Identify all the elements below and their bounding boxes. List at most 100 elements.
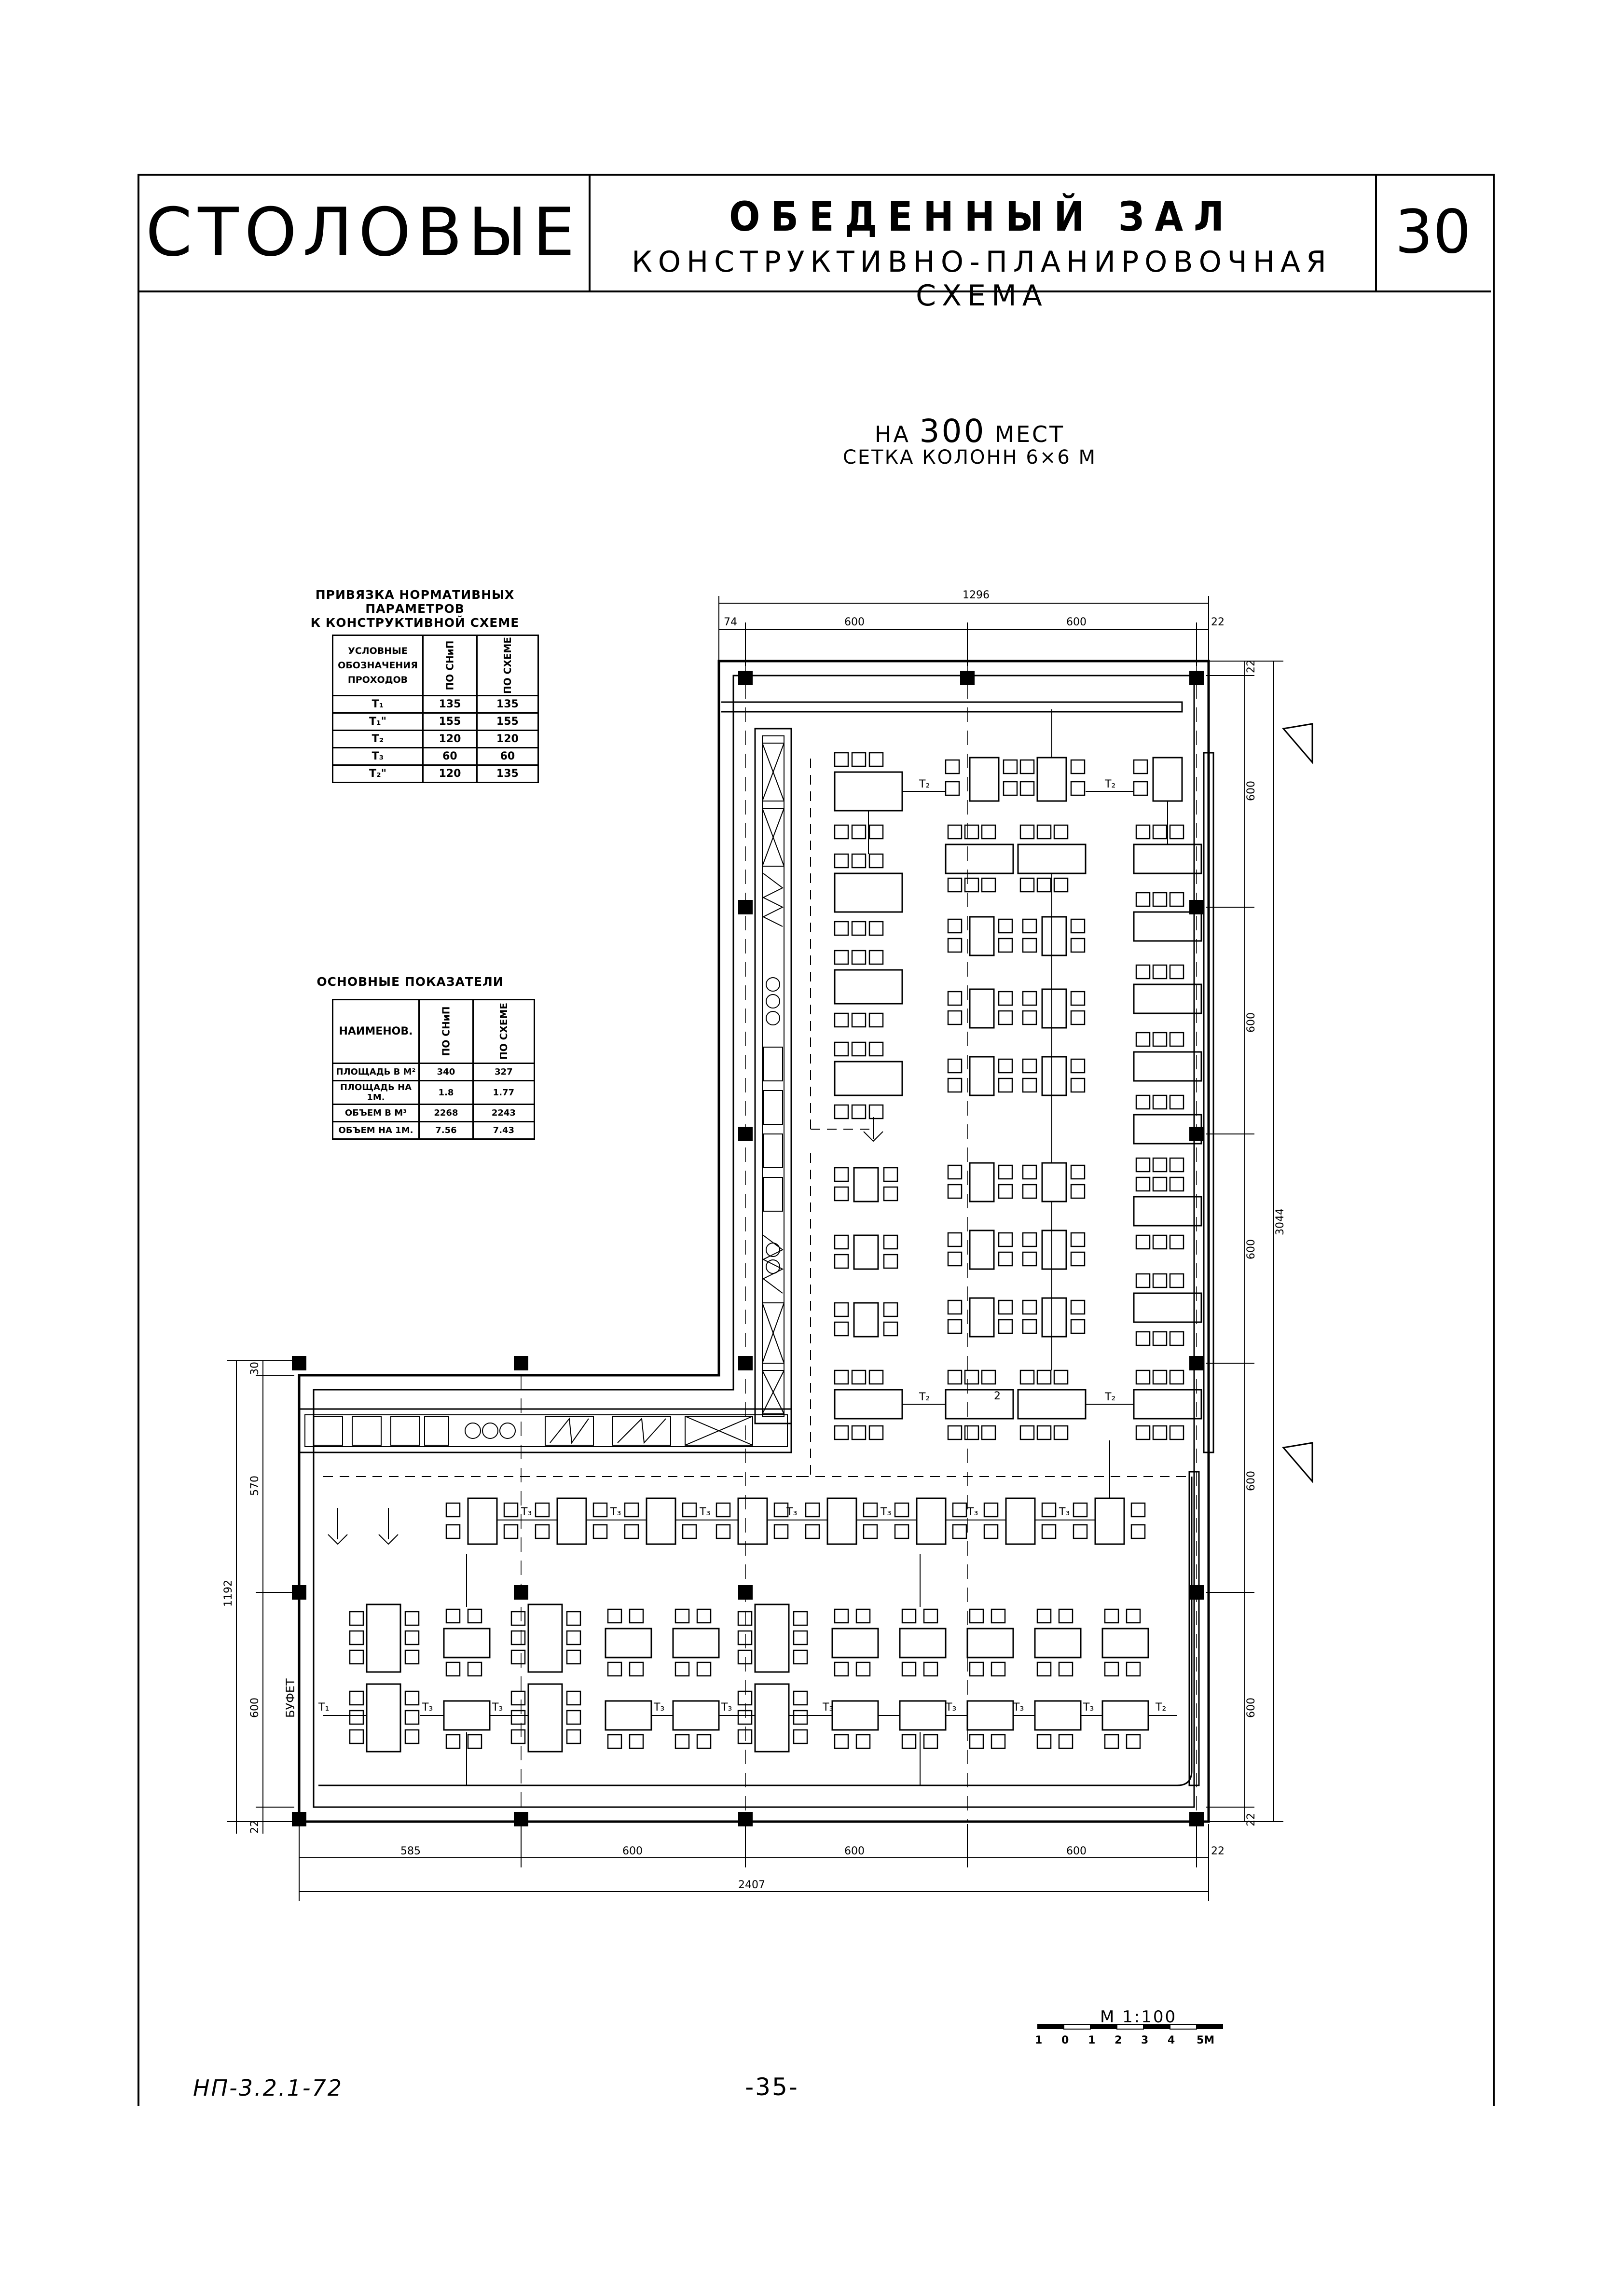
indicators-row-label: ОБЪЕМ В М³ bbox=[332, 1104, 420, 1122]
chair bbox=[592, 1502, 608, 1518]
norms-table-title: ПРИВЯЗКА НОРМАТИВНЫХ ПАРАМЕТРОВ К КОНСТР… bbox=[270, 588, 560, 630]
chair bbox=[894, 1502, 909, 1518]
grid-axis-lines bbox=[299, 661, 1197, 1822]
passage-label-t3: T₃ bbox=[880, 1506, 891, 1518]
chair bbox=[1169, 1032, 1184, 1047]
chair bbox=[1036, 1425, 1052, 1440]
column bbox=[1189, 1585, 1204, 1600]
passage-label-t3: T₃ bbox=[1059, 1506, 1070, 1518]
dining-table bbox=[467, 1497, 498, 1545]
equipment-box bbox=[763, 1133, 783, 1168]
dimension-line-right bbox=[1244, 661, 1274, 1822]
passage-label-t2: T₂ bbox=[1104, 778, 1115, 790]
scale-label: М 1:100 bbox=[1100, 2007, 1177, 2027]
entrance-triangle bbox=[1282, 1442, 1313, 1484]
chair bbox=[1070, 1319, 1086, 1334]
chair bbox=[947, 1299, 963, 1315]
indicators-row-snip: 2268 bbox=[418, 1104, 474, 1122]
indicators-row-scheme: 2243 bbox=[472, 1104, 535, 1122]
chair bbox=[1126, 1661, 1141, 1677]
dimension-ticks-bottom bbox=[299, 1824, 1209, 1901]
dimension-lines bbox=[227, 596, 1283, 1901]
chair bbox=[991, 1608, 1006, 1624]
chair bbox=[1058, 1661, 1073, 1677]
dining-table bbox=[443, 1700, 491, 1731]
chair bbox=[851, 752, 867, 767]
document-code: НП-3.2.1-72 bbox=[193, 2075, 343, 2101]
chair bbox=[674, 1608, 690, 1624]
dim-right-part: 22 bbox=[1245, 1813, 1257, 1826]
dining-table bbox=[605, 1700, 652, 1731]
chair bbox=[1135, 1331, 1151, 1346]
norms-row-snip: 120 bbox=[422, 764, 478, 783]
chair bbox=[969, 1661, 984, 1677]
equipment-burner bbox=[766, 1259, 780, 1274]
chair bbox=[855, 1661, 871, 1677]
chair bbox=[947, 877, 963, 893]
chair bbox=[1058, 1608, 1073, 1624]
dining-table bbox=[646, 1497, 676, 1545]
chair bbox=[945, 781, 960, 796]
norms-table: УСЛОВНЫЕ ОБОЗНАЧЕНИЯ ПРОХОДОВ ПО СНиП ПО… bbox=[332, 635, 539, 783]
seats-number: 300 bbox=[919, 413, 986, 450]
chair bbox=[349, 1630, 364, 1645]
equipment-box bbox=[424, 1416, 449, 1446]
chair bbox=[1135, 1032, 1151, 1047]
chair bbox=[510, 1690, 526, 1706]
chair bbox=[1022, 1251, 1037, 1267]
chair bbox=[1135, 1176, 1151, 1192]
column bbox=[960, 671, 975, 685]
dim-bottom-part: 600 bbox=[1066, 1845, 1087, 1857]
passage-label-t3: T₃ bbox=[422, 1701, 433, 1713]
title-block-category-cell bbox=[138, 174, 591, 290]
chair bbox=[1130, 1502, 1146, 1518]
dining-table bbox=[527, 1683, 563, 1753]
chair bbox=[923, 1734, 938, 1749]
chair bbox=[1070, 781, 1086, 796]
entrance-triangle bbox=[1282, 723, 1313, 765]
right-window-strip-lower bbox=[1188, 1471, 1200, 1786]
chair bbox=[607, 1608, 622, 1624]
chair bbox=[1022, 938, 1037, 953]
passage-labels: T₂ T₂ T₂ T₂ T₂ T₁ T₃ T₃ T₃ T₃ T₃ T₃ T₃ T… bbox=[318, 778, 1166, 1713]
equipment-cross bbox=[762, 1302, 784, 1364]
chair bbox=[1169, 1331, 1184, 1346]
indicators-row-label: ПЛОЩАДЬ В М² bbox=[332, 1063, 420, 1081]
chair bbox=[998, 1184, 1013, 1199]
dining-table bbox=[556, 1497, 587, 1545]
chair bbox=[1041, 1524, 1057, 1539]
passage-label-t3: T₃ bbox=[967, 1506, 978, 1518]
chair bbox=[947, 1232, 963, 1247]
norms-row-label: T₁ bbox=[332, 695, 424, 714]
equipment-burner bbox=[482, 1423, 498, 1439]
chair bbox=[1152, 1425, 1168, 1440]
norms-row-label: T₂ bbox=[332, 730, 424, 748]
dim-right-part: 600 bbox=[1245, 781, 1257, 801]
chair bbox=[624, 1502, 639, 1518]
indicators-row-label: ПЛОЩАДЬ НА 1М. bbox=[332, 1080, 420, 1105]
chair bbox=[445, 1524, 461, 1539]
chair bbox=[834, 1425, 849, 1440]
dimension-ticks-left bbox=[227, 1360, 294, 1822]
equipment-box bbox=[763, 1047, 783, 1081]
chair bbox=[1022, 991, 1037, 1006]
chair bbox=[1152, 1157, 1168, 1173]
chair bbox=[1169, 1094, 1184, 1110]
chair bbox=[535, 1502, 550, 1518]
norms-row-snip: 120 bbox=[422, 730, 478, 748]
passage-label-t3: T₃ bbox=[1013, 1701, 1024, 1713]
chair bbox=[834, 1734, 849, 1749]
chair bbox=[998, 918, 1013, 934]
dim-left-total: 1192 bbox=[222, 1580, 234, 1607]
dining-table bbox=[1133, 1292, 1202, 1323]
chair bbox=[1152, 1234, 1168, 1250]
equipment-box bbox=[763, 1090, 783, 1125]
equipment-box bbox=[763, 1177, 783, 1212]
top-wall-counter bbox=[721, 701, 1183, 713]
chair bbox=[1022, 1184, 1037, 1199]
scale-segment bbox=[1143, 2024, 1170, 2029]
norms-row-snip: 155 bbox=[422, 712, 478, 731]
